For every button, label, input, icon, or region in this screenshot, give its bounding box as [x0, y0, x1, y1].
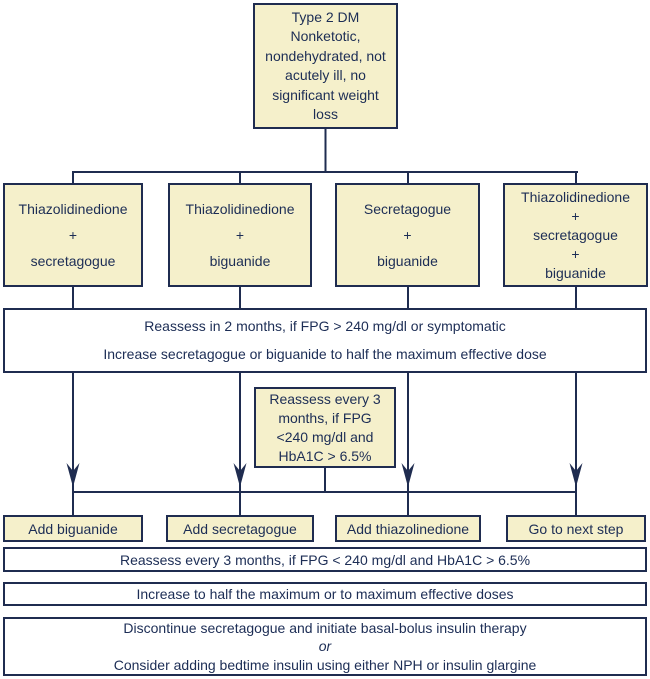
reassess-2-months-line2: Increase secretagogue or biguanide to ha…	[103, 346, 547, 362]
down-arrow-icon	[569, 463, 583, 487]
insulin-therapy-box: Discontinue secretagogue and initiate ba…	[3, 617, 647, 676]
therapy-box-triple-combination: Thiazolidinedione + secretagogue + bigua…	[503, 183, 648, 287]
reassess-2-months-box: Reassess in 2 months, if FPG > 240 mg/dl…	[3, 308, 647, 373]
type-2-dm-box: Type 2 DM Nonketotic, nondehydrated, not…	[253, 3, 398, 129]
go-to-next-step-box: Go to next step	[506, 515, 646, 542]
down-arrow-icon	[233, 463, 247, 487]
insulin-therapy-line3: Consider adding bedtime insulin using ei…	[113, 656, 537, 673]
increase-doses-box: Increase to half the maximum or to maxim…	[3, 582, 647, 606]
therapy-box-secretagogue-biguanide: Secretagogue + biguanide	[335, 183, 480, 287]
therapy-box-thiazolidinedione-secretagogue: Thiazolidinedione + secretagogue	[3, 183, 143, 287]
therapy-box-thiazolidinedione-biguanide: Thiazolidinedione + biguanide	[168, 183, 312, 287]
down-arrow-icon	[66, 463, 80, 487]
reassess-3-months-wide-box: Reassess every 3 months, if FPG < 240 mg…	[3, 547, 647, 572]
insulin-therapy-line1: Discontinue secretagogue and initiate ba…	[123, 619, 527, 636]
insulin-therapy-or: or	[318, 638, 332, 655]
add-secretagogue-box: Add secretagogue	[166, 515, 314, 542]
reassess-3-months-box: Reassess every 3 months, if FPG <240 mg/…	[254, 387, 396, 468]
reassess-2-months-line1: Reassess in 2 months, if FPG > 240 mg/dl…	[144, 318, 506, 334]
add-biguanide-box: Add biguanide	[3, 515, 143, 542]
down-arrow-icon	[401, 463, 415, 487]
add-thiazolinedione-box: Add thiazolinedione	[335, 515, 481, 542]
